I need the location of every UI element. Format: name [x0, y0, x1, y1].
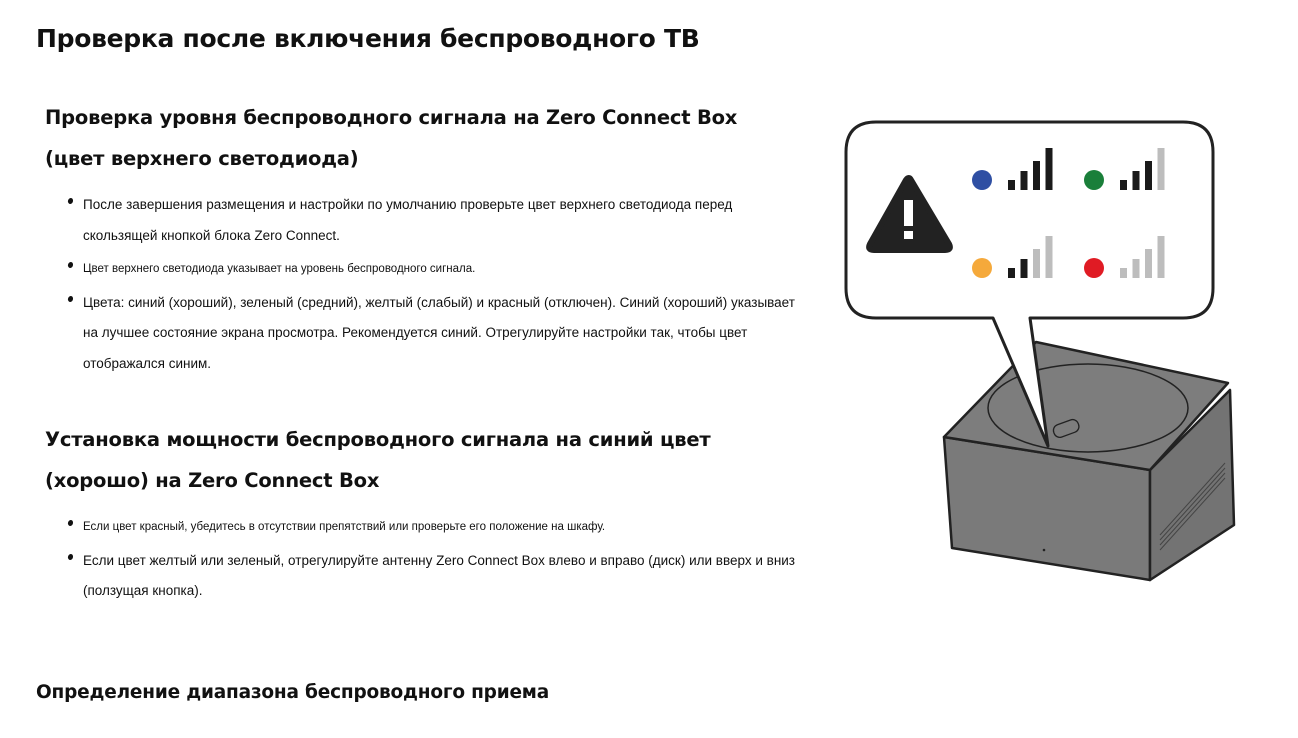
signal-bar [1008, 180, 1015, 190]
heading-line: (хорошо) на Zero Connect Box [45, 469, 380, 492]
page-title: Проверка после включения беспроводного Т… [36, 24, 700, 53]
signal-bar [1033, 161, 1040, 190]
signal-bar [1045, 236, 1053, 278]
heading-line: (цвет верхнего светодиода) [45, 147, 359, 170]
signal-bar [1120, 268, 1127, 278]
signal-bar [1132, 171, 1140, 190]
section-heading-set-blue: Установка мощности беспроводного сигнала… [45, 419, 711, 501]
antenna-disc [987, 363, 1189, 453]
warning-icon [866, 175, 953, 253]
signal-bar [1045, 148, 1053, 190]
led-dot-red [1084, 258, 1104, 278]
led-dot-green [1084, 170, 1104, 190]
heading-line: Установка мощности беспроводного сигнала… [45, 428, 711, 451]
signal-level-green [1084, 148, 1165, 190]
front-led [1042, 548, 1046, 552]
signal-bar [1020, 259, 1028, 278]
list-item: Цвет верхнего светодиода указывает на ур… [68, 254, 798, 285]
signal-bar [1008, 268, 1015, 278]
speech-bubble [844, 120, 1215, 448]
signal-bar [1120, 180, 1127, 190]
led-dot-blue [972, 170, 992, 190]
signal-bar [1145, 161, 1152, 190]
slide-button [1052, 418, 1080, 438]
list-item: Цвета: синий (хороший), зеленый (средний… [68, 288, 798, 380]
list-item: Если цвет красный, убедитесь в отсутстви… [68, 512, 798, 543]
signal-level-blue [972, 148, 1053, 190]
list-item: После завершения размещения и настройки … [68, 190, 798, 251]
signal-bar [1145, 249, 1152, 278]
signal-bar [1033, 249, 1040, 278]
signal-bar [1020, 171, 1028, 190]
signal-bar [1157, 236, 1165, 278]
signal-level-yellow [972, 236, 1053, 278]
led-dot-yellow [972, 258, 992, 278]
signal-level-list: После завершения размещения и настройки … [68, 190, 798, 382]
list-item: Если цвет желтый или зеленый, отрегулиру… [68, 546, 798, 607]
vent-grille [1159, 462, 1226, 551]
zero-connect-box [942, 340, 1236, 582]
signal-bar [1157, 148, 1165, 190]
heading-line: Проверка уровня беспроводного сигнала на… [45, 106, 738, 129]
section-heading-range: Определение диапазона беспроводного прие… [36, 682, 550, 703]
section-heading-signal-level: Проверка уровня беспроводного сигнала на… [45, 97, 737, 179]
set-blue-list: Если цвет красный, убедитесь в отсутстви… [68, 512, 798, 610]
signal-level-red [1084, 236, 1165, 278]
signal-bar [1132, 259, 1140, 278]
